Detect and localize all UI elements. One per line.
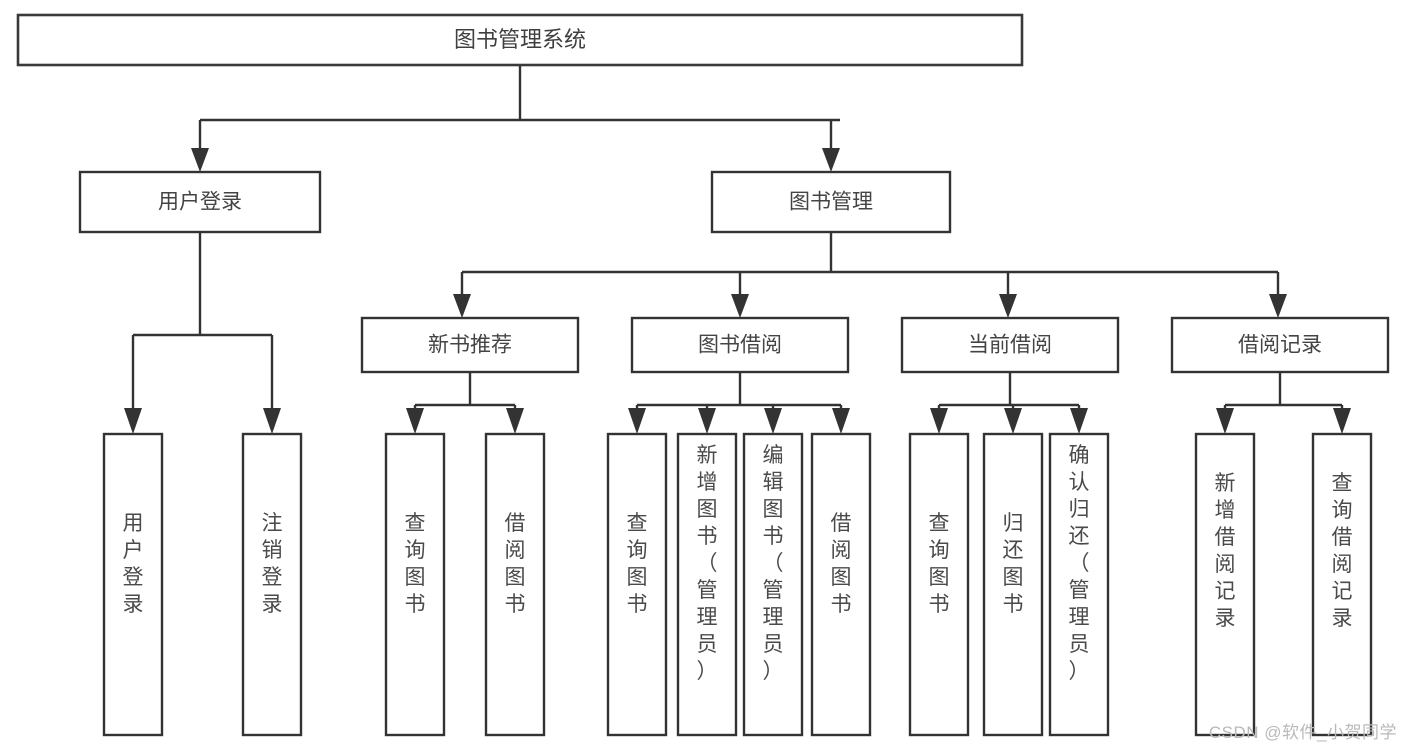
leaf-query-borrow-record-label: 查询借阅记录	[1332, 472, 1353, 630]
leaf-query-borrow-record-box[interactable]	[1311, 432, 1373, 737]
leaf-logout[interactable]: 注销登录	[241, 432, 303, 737]
node-current-borrow-box[interactable]	[900, 316, 1120, 374]
leaf-borrow-book-1[interactable]: 借阅图书	[484, 432, 546, 737]
node-root-label: 图书管理系统	[454, 27, 586, 52]
leaf-query-book-1-label: 查询图书	[405, 512, 426, 616]
arrowhead-borrow-book-1	[506, 408, 524, 434]
leaf-query-borrow-record[interactable]: 查询借阅记录	[1311, 432, 1373, 737]
node-user-login[interactable]: 用户登录	[78, 170, 322, 234]
leaf-query-book-1-box[interactable]	[384, 432, 446, 737]
leaf-add-book-admin-box[interactable]	[676, 432, 738, 737]
leaf-return-book-label: 归还图书	[1003, 512, 1024, 616]
arrowhead-borrow-book-2	[832, 408, 850, 434]
leaf-add-book-admin-label: 新增图书（管理员）	[697, 444, 718, 683]
leaf-confirm-return-admin-box[interactable]	[1048, 432, 1110, 737]
connector-group-new-book-recommend	[406, 372, 524, 434]
node-current-borrow[interactable]: 当前借阅	[900, 316, 1120, 374]
connector-group-book-borrow	[628, 372, 850, 434]
leaf-borrow-book-2[interactable]: 借阅图书	[810, 432, 872, 737]
node-user-login-label: 用户登录	[158, 191, 242, 214]
arrowhead-logout-leaf	[263, 408, 281, 434]
leaf-query-book-3[interactable]: 查询图书	[908, 432, 970, 737]
connector-group-book-manage	[453, 232, 1287, 318]
node-user-login-box[interactable]	[78, 170, 322, 234]
leaf-borrow-book-1-label: 借阅图书	[505, 512, 526, 616]
arrowhead-confirm-return-admin	[1070, 408, 1088, 434]
leaf-confirm-return-admin[interactable]: 确认归还（管理员）	[1048, 432, 1110, 737]
leaf-borrow-book-2-box[interactable]	[810, 432, 872, 737]
leaf-user-login-box[interactable]	[102, 432, 164, 737]
node-new-book-recommend[interactable]: 新书推荐	[360, 316, 580, 374]
leaf-add-borrow-record[interactable]: 新增借阅记录	[1194, 432, 1256, 737]
arrowhead-query-book-1	[406, 408, 424, 434]
arrowhead-add-borrow-record	[1216, 408, 1234, 434]
connector-group-current-borrow	[930, 372, 1088, 434]
leaf-add-borrow-record-box[interactable]	[1194, 432, 1256, 737]
leaf-query-book-2-label: 查询图书	[627, 512, 648, 616]
connector-group-borrow-record	[1216, 372, 1351, 434]
leaf-edit-book-admin-box[interactable]	[742, 432, 804, 737]
leaf-edit-book-admin-label: 编辑图书（管理员）	[763, 444, 784, 683]
connector-group-root	[191, 65, 840, 172]
leaf-query-book-3-label: 查询图书	[929, 512, 950, 616]
arrowhead-add-book-admin	[698, 408, 716, 434]
node-root[interactable]: 图书管理系统	[16, 13, 1024, 67]
leaf-return-book[interactable]: 归还图书	[982, 432, 1044, 737]
node-borrow-record-box[interactable]	[1170, 316, 1390, 374]
arrowhead-edit-book-admin	[764, 408, 782, 434]
arrowhead-book-borrow	[731, 294, 749, 318]
node-new-book-recommend-box[interactable]	[360, 316, 580, 374]
leaf-add-borrow-record-label: 新增借阅记录	[1215, 472, 1236, 630]
node-book-manage[interactable]: 图书管理	[710, 170, 952, 234]
arrowhead-user-login-leaf	[124, 408, 142, 434]
leaf-return-book-box[interactable]	[982, 432, 1044, 737]
node-new-book-recommend-label: 新书推荐	[428, 334, 512, 357]
leaf-query-book-3-box[interactable]	[908, 432, 970, 737]
node-book-borrow-box[interactable]	[630, 316, 850, 374]
leaf-user-login[interactable]: 用户登录	[102, 432, 164, 737]
node-root-box[interactable]	[16, 13, 1024, 67]
csdn-watermark: CSDN @软件_小贺同学	[1208, 723, 1397, 742]
node-borrow-record[interactable]: 借阅记录	[1170, 316, 1390, 374]
node-current-borrow-label: 当前借阅	[968, 334, 1052, 357]
arrowhead-return-book	[1004, 408, 1022, 434]
leaf-logout-label: 注销登录	[262, 512, 283, 616]
arrowhead-query-book-2	[628, 408, 646, 434]
arrowhead-book-manage	[822, 148, 840, 172]
leaf-logout-box[interactable]	[241, 432, 303, 737]
leaf-query-book-2-box[interactable]	[606, 432, 668, 737]
leaf-edit-book-admin[interactable]: 编辑图书（管理员）	[742, 432, 804, 737]
leaf-add-book-admin[interactable]: 新增图书（管理员）	[676, 432, 738, 737]
leaf-confirm-return-admin-label: 确认归还（管理员）	[1069, 444, 1090, 683]
node-book-manage-label: 图书管理	[789, 191, 873, 214]
leaf-borrow-book-2-label: 借阅图书	[831, 512, 852, 616]
arrowhead-new-book-recommend	[453, 294, 471, 318]
arrowhead-borrow-record	[1269, 294, 1287, 318]
leaf-query-book-1[interactable]: 查询图书	[384, 432, 446, 737]
connector-group-user-login	[124, 232, 281, 434]
arrowhead-current-borrow	[999, 294, 1017, 318]
leaf-query-book-2[interactable]: 查询图书	[606, 432, 668, 737]
leaf-borrow-book-1-box[interactable]	[484, 432, 546, 737]
arrowhead-query-borrow-record	[1333, 408, 1351, 434]
node-book-borrow-label: 图书借阅	[698, 334, 782, 357]
node-book-borrow[interactable]: 图书借阅	[630, 316, 850, 374]
arrowhead-query-book-3	[930, 408, 948, 434]
node-book-manage-box[interactable]	[710, 170, 952, 234]
node-borrow-record-label: 借阅记录	[1238, 334, 1322, 357]
leaf-user-login-label: 用户登录	[123, 512, 144, 616]
arrowhead-user-login	[191, 148, 209, 172]
